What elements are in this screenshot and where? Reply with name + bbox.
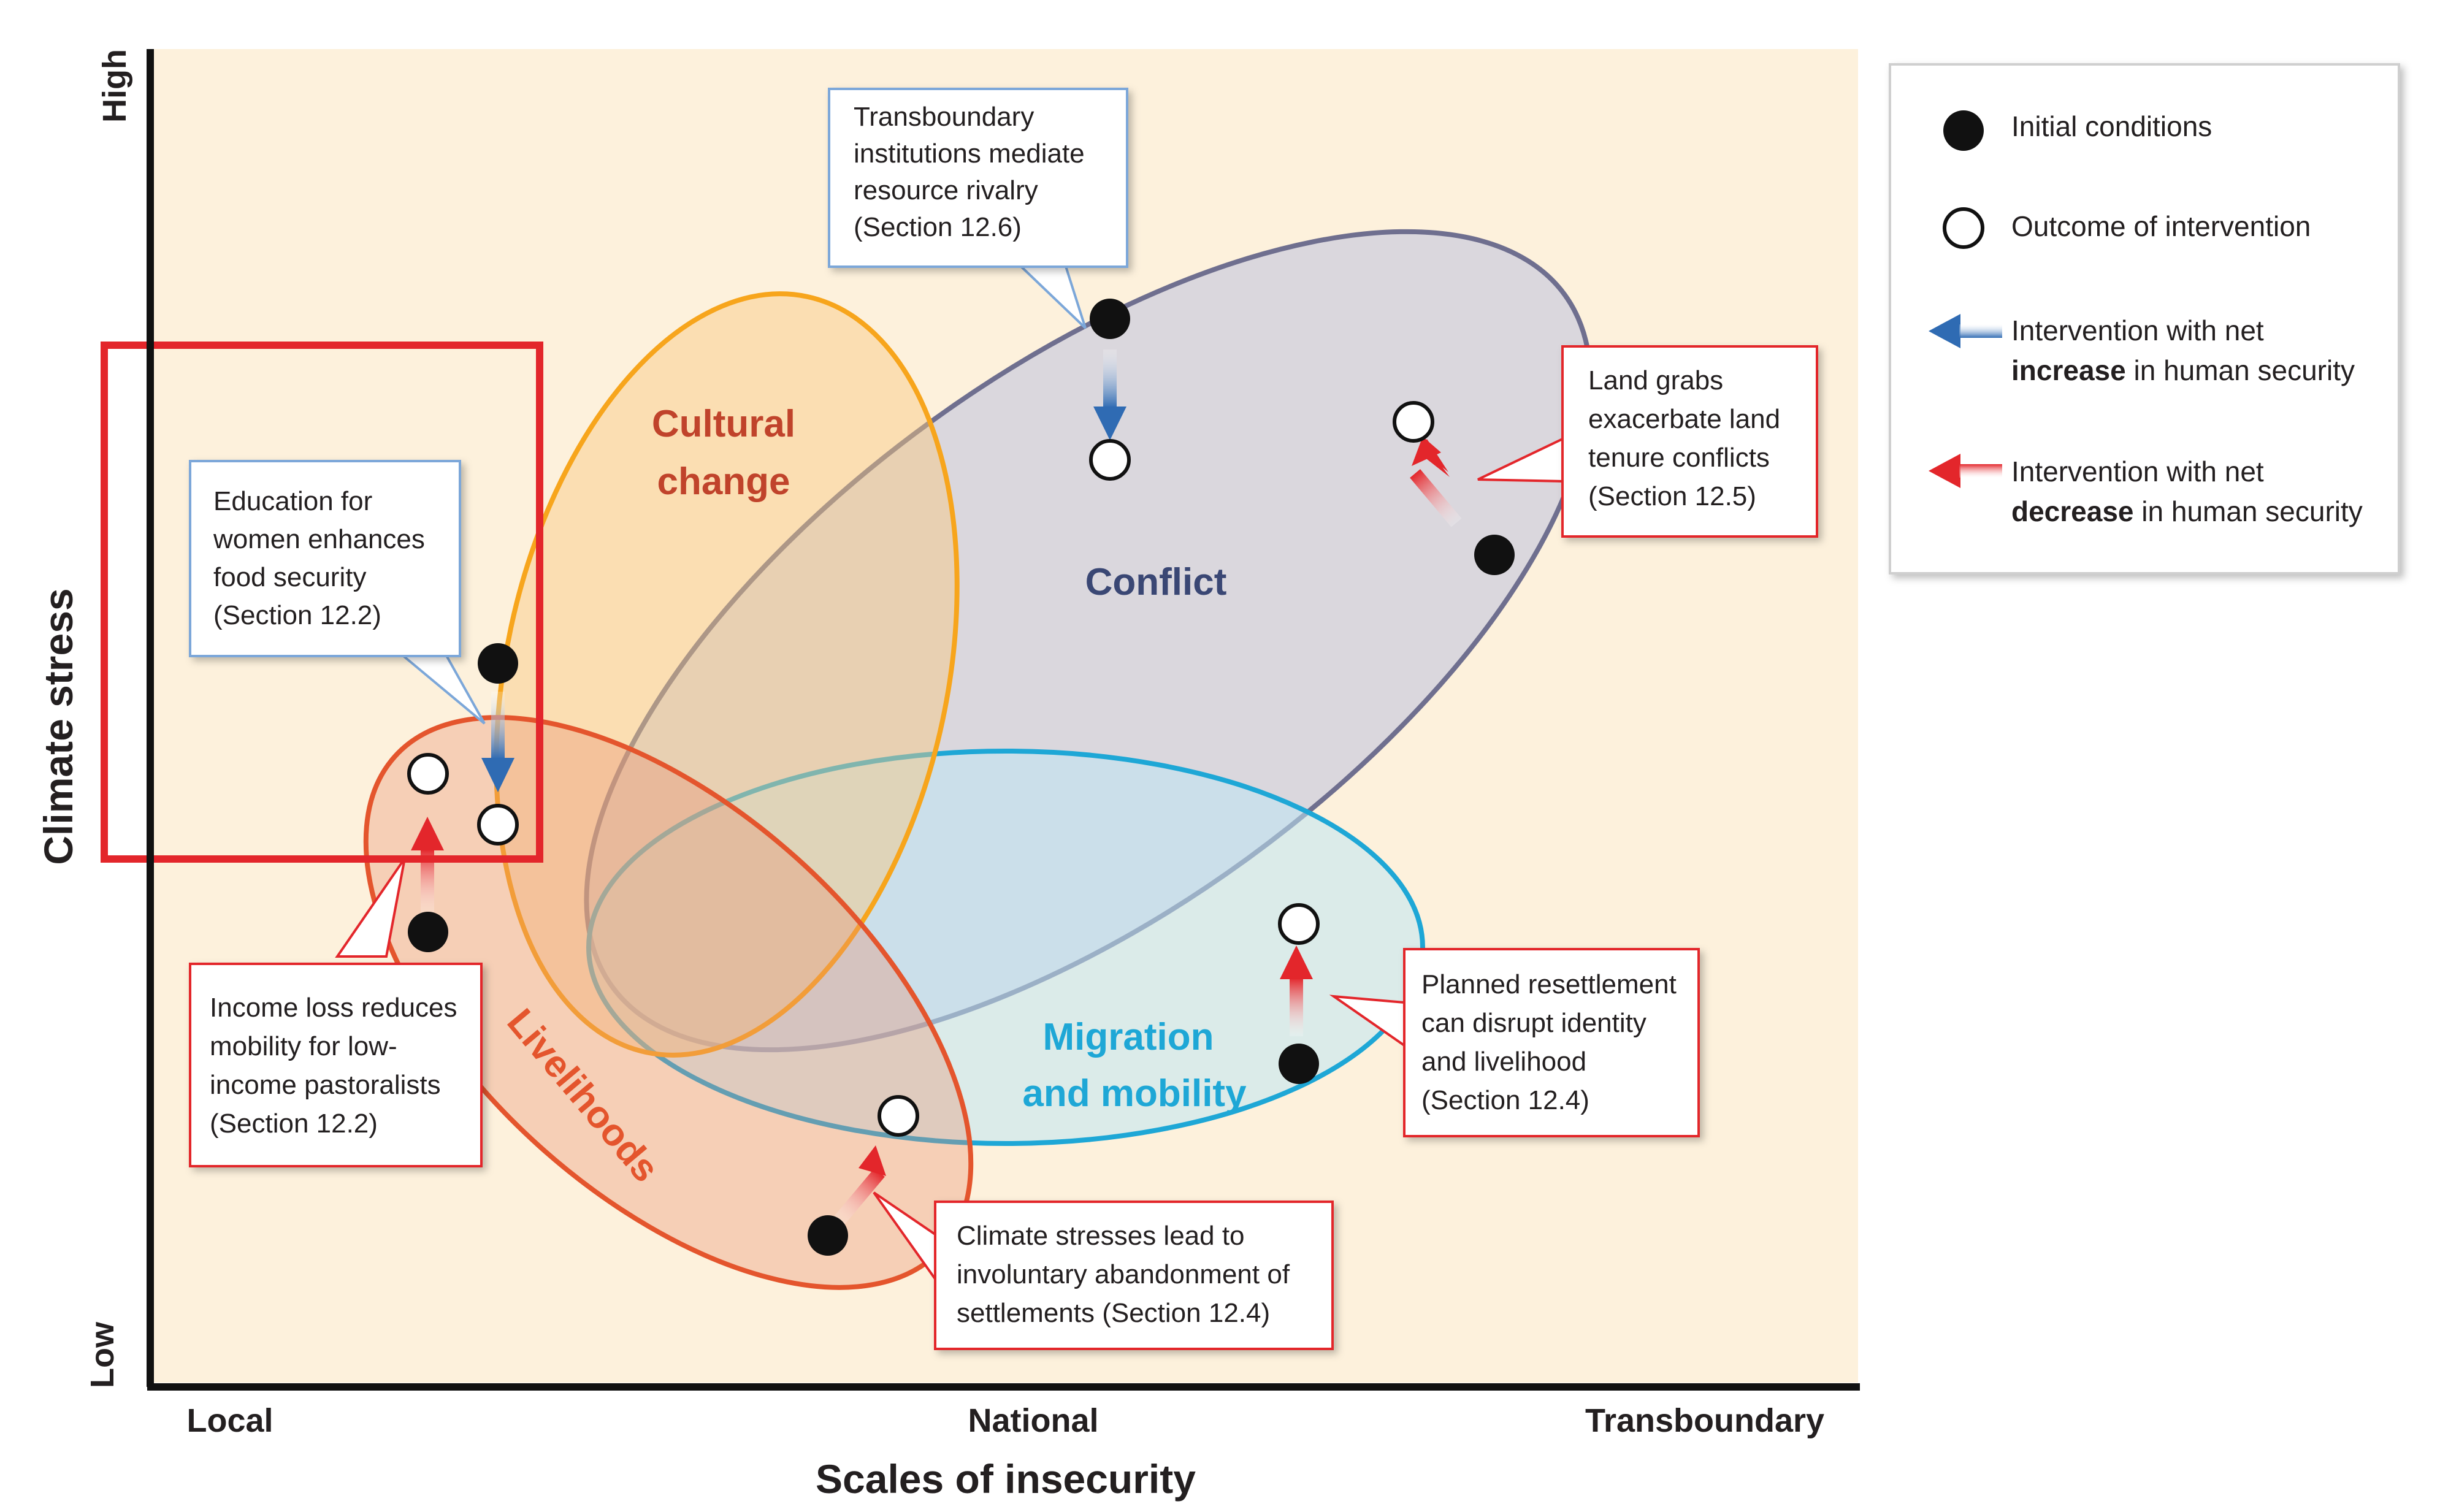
pointer-income: [335, 857, 406, 958]
legend: Initial conditions Outcome of interventi…: [1889, 63, 2400, 575]
callout-transboundary-line-4: (Section 12.6): [854, 212, 1022, 242]
callout-education-line-3: food security: [213, 562, 366, 592]
callout-landgrabs-line-3: tenure conflicts: [1588, 443, 1770, 473]
arrow-transboundary-increase: [1093, 349, 1126, 440]
label-migration-line2: and mobility: [1022, 1072, 1247, 1115]
callout-income: Income loss reduces mobility for low- in…: [189, 963, 483, 1167]
callout-landgrabs-line-4: (Section 12.5): [1588, 481, 1756, 511]
callout-resettlement-line-2: can disrupt identity: [1421, 1008, 1646, 1038]
callout-transboundary-line-1: Transboundary: [854, 102, 1034, 132]
legend-initial-marker: [1943, 110, 1984, 151]
outcome-point-resettlement: [1278, 903, 1320, 945]
initial-point-climate: [808, 1215, 848, 1256]
legend-decrease-line2: decrease in human security: [2011, 495, 2363, 527]
y-axis-title: Climate stress: [36, 588, 81, 865]
legend-decrease-bold: decrease: [2011, 495, 2134, 527]
legend-increase-line2: increase in human security: [2011, 354, 2355, 386]
arrow-income-decrease: [411, 817, 444, 914]
arrow-resettlement-decrease: [1280, 945, 1313, 1036]
callout-transboundary: Transboundary institutions mediate resou…: [828, 88, 1128, 268]
callout-resettlement-line-4: (Section 12.4): [1421, 1085, 1589, 1115]
callout-landgrabs: Land grabs exacerbate land tenure confli…: [1561, 345, 1818, 538]
x-axis-tick-transboundary: Transboundary: [1585, 1402, 1824, 1439]
arrow-landgrabs-decrease: [1410, 437, 1462, 527]
outcome-point-education: [477, 804, 519, 846]
callout-climate-line-1: Climate stresses lead to: [957, 1221, 1245, 1251]
x-axis-tick-national: National: [968, 1402, 1098, 1439]
callout-landgrabs-line-1: Land grabs: [1588, 365, 1723, 395]
initial-point-education: [478, 643, 518, 684]
legend-initial-label: Initial conditions: [2011, 110, 2212, 142]
legend-decrease-rest: in human security: [2141, 495, 2363, 527]
arrow-climate-decrease: [833, 1145, 886, 1226]
legend-increase-line1: Intervention with net: [2011, 315, 2264, 346]
legend-decrease-line1: Intervention with net: [2011, 456, 2264, 487]
legend-increase-rest: in human security: [2133, 354, 2355, 386]
region-cultural-change: [494, 291, 960, 1058]
callout-climate: Climate stresses lead to involuntary aba…: [934, 1201, 1334, 1350]
initial-point-income: [408, 912, 448, 952]
arrow-education-increase: [481, 692, 514, 792]
legend-increase-arrow-icon: [1929, 314, 2002, 348]
callout-income-line-1: Income loss reduces: [210, 993, 457, 1023]
callout-education: Education for women enhances food securi…: [189, 460, 461, 657]
outcome-point-climate: [878, 1095, 919, 1137]
callout-landgrabs-line-2: exacerbate land: [1588, 404, 1780, 434]
callout-education-line-4: (Section 12.2): [213, 600, 381, 630]
callout-climate-line-2: involuntary abandonment of: [957, 1259, 1290, 1289]
legend-outcome-label: Outcome of intervention: [2011, 210, 2311, 242]
highlight-box: [101, 342, 543, 863]
label-migration-line1: Migration: [1043, 1016, 1214, 1058]
x-axis-tick-local: Local: [186, 1402, 273, 1439]
outcome-point-income: [407, 753, 449, 795]
callout-education-line-1: Education for: [213, 486, 372, 516]
label-conflict: Conflict: [1085, 561, 1227, 603]
legend-decrease-arrow-icon: [1929, 454, 2002, 488]
callout-education-line-2: women enhances: [213, 524, 425, 554]
callout-income-line-3: income pastoralists: [210, 1070, 441, 1100]
x-axis-title: Scales of insecurity: [816, 1456, 1196, 1502]
outcome-point-transboundary: [1089, 439, 1131, 481]
initial-point-resettlement: [1279, 1044, 1319, 1084]
y-axis-high-label: High: [96, 49, 133, 123]
callout-resettlement-line-1: Planned resettlement: [1421, 969, 1677, 999]
y-axis-low-label: Low: [84, 1321, 121, 1388]
label-cultural-change-line2: change: [657, 460, 790, 503]
callout-transboundary-line-2: institutions mediate: [854, 139, 1085, 169]
callout-income-line-4: (Section 12.2): [210, 1109, 378, 1139]
callout-climate-line-3: settlements (Section 12.4): [957, 1298, 1270, 1328]
legend-outcome-marker: [1943, 207, 1984, 249]
outcome-point-landgrabs: [1393, 401, 1434, 443]
region-migration: [586, 749, 1425, 1146]
initial-point-landgrabs: [1474, 535, 1515, 575]
initial-point-transboundary: [1090, 299, 1130, 339]
callout-income-line-2: mobility for low-: [210, 1031, 397, 1061]
callout-resettlement: Planned resettlement can disrupt identit…: [1403, 948, 1700, 1137]
callout-resettlement-line-3: and livelihood: [1421, 1047, 1586, 1077]
label-cultural-change-line1: Cultural: [652, 403, 795, 445]
legend-increase-bold: increase: [2011, 354, 2126, 386]
callout-transboundary-line-3: resource rivalry: [854, 175, 1038, 205]
